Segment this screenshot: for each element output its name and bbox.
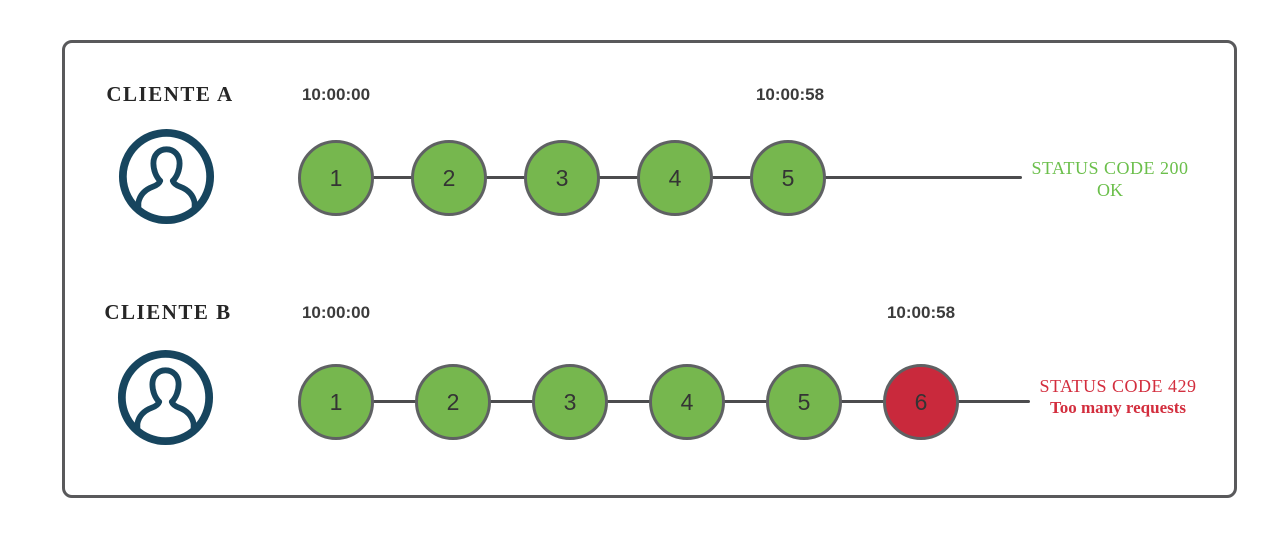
request-circle: 3 <box>532 364 608 440</box>
request-number: 1 <box>329 164 343 191</box>
client-b-start-timestamp: 10:00:00 <box>301 303 371 322</box>
request-number: 6 <box>914 388 928 415</box>
request-number: 3 <box>563 388 577 415</box>
request-number: 4 <box>668 164 682 191</box>
client-b-avatar-icon <box>117 349 214 446</box>
request-number: 5 <box>797 388 811 415</box>
request-number: 1 <box>329 388 343 415</box>
status-code-200-text: STATUS CODE 200 <box>1031 158 1189 178</box>
request-number: 4 <box>680 388 694 415</box>
request-circle: 3 <box>524 140 600 216</box>
request-circle: 1 <box>298 140 374 216</box>
client-b-status-label: STATUS CODE 429 Too many requests <box>1039 375 1196 419</box>
client-a-avatar-icon <box>118 128 215 225</box>
client-b-request-sequence: 1 2 3 4 5 6 <box>298 364 959 440</box>
client-a-request-sequence: 1 2 3 4 5 <box>298 140 826 216</box>
status-code-429-text: STATUS CODE 429 <box>1039 376 1197 396</box>
request-circle: 4 <box>637 140 713 216</box>
diagram-frame <box>62 40 1237 498</box>
client-a-start-timestamp: 10:00:00 <box>301 85 371 104</box>
status-429-description: Too many requests <box>1049 398 1187 417</box>
client-b-end-timestamp: 10:00:58 <box>886 303 956 322</box>
request-circle: 5 <box>750 140 826 216</box>
request-circle: 1 <box>298 364 374 440</box>
client-b-label: CLIENTE B <box>104 300 232 324</box>
request-circle: 2 <box>415 364 491 440</box>
client-a-label: CLIENTE A <box>106 82 234 106</box>
request-number: 2 <box>442 164 456 191</box>
client-a-status-label: STATUS CODE 200 OK <box>1031 157 1188 201</box>
request-number: 5 <box>781 164 795 191</box>
request-circle: 4 <box>649 364 725 440</box>
request-circle: 6 <box>883 364 959 440</box>
request-circle: 2 <box>411 140 487 216</box>
status-200-description: OK <box>1096 180 1123 200</box>
request-number: 2 <box>446 388 460 415</box>
client-a-end-timestamp: 10:00:58 <box>755 85 825 104</box>
request-circle: 5 <box>766 364 842 440</box>
request-number: 3 <box>555 164 569 191</box>
